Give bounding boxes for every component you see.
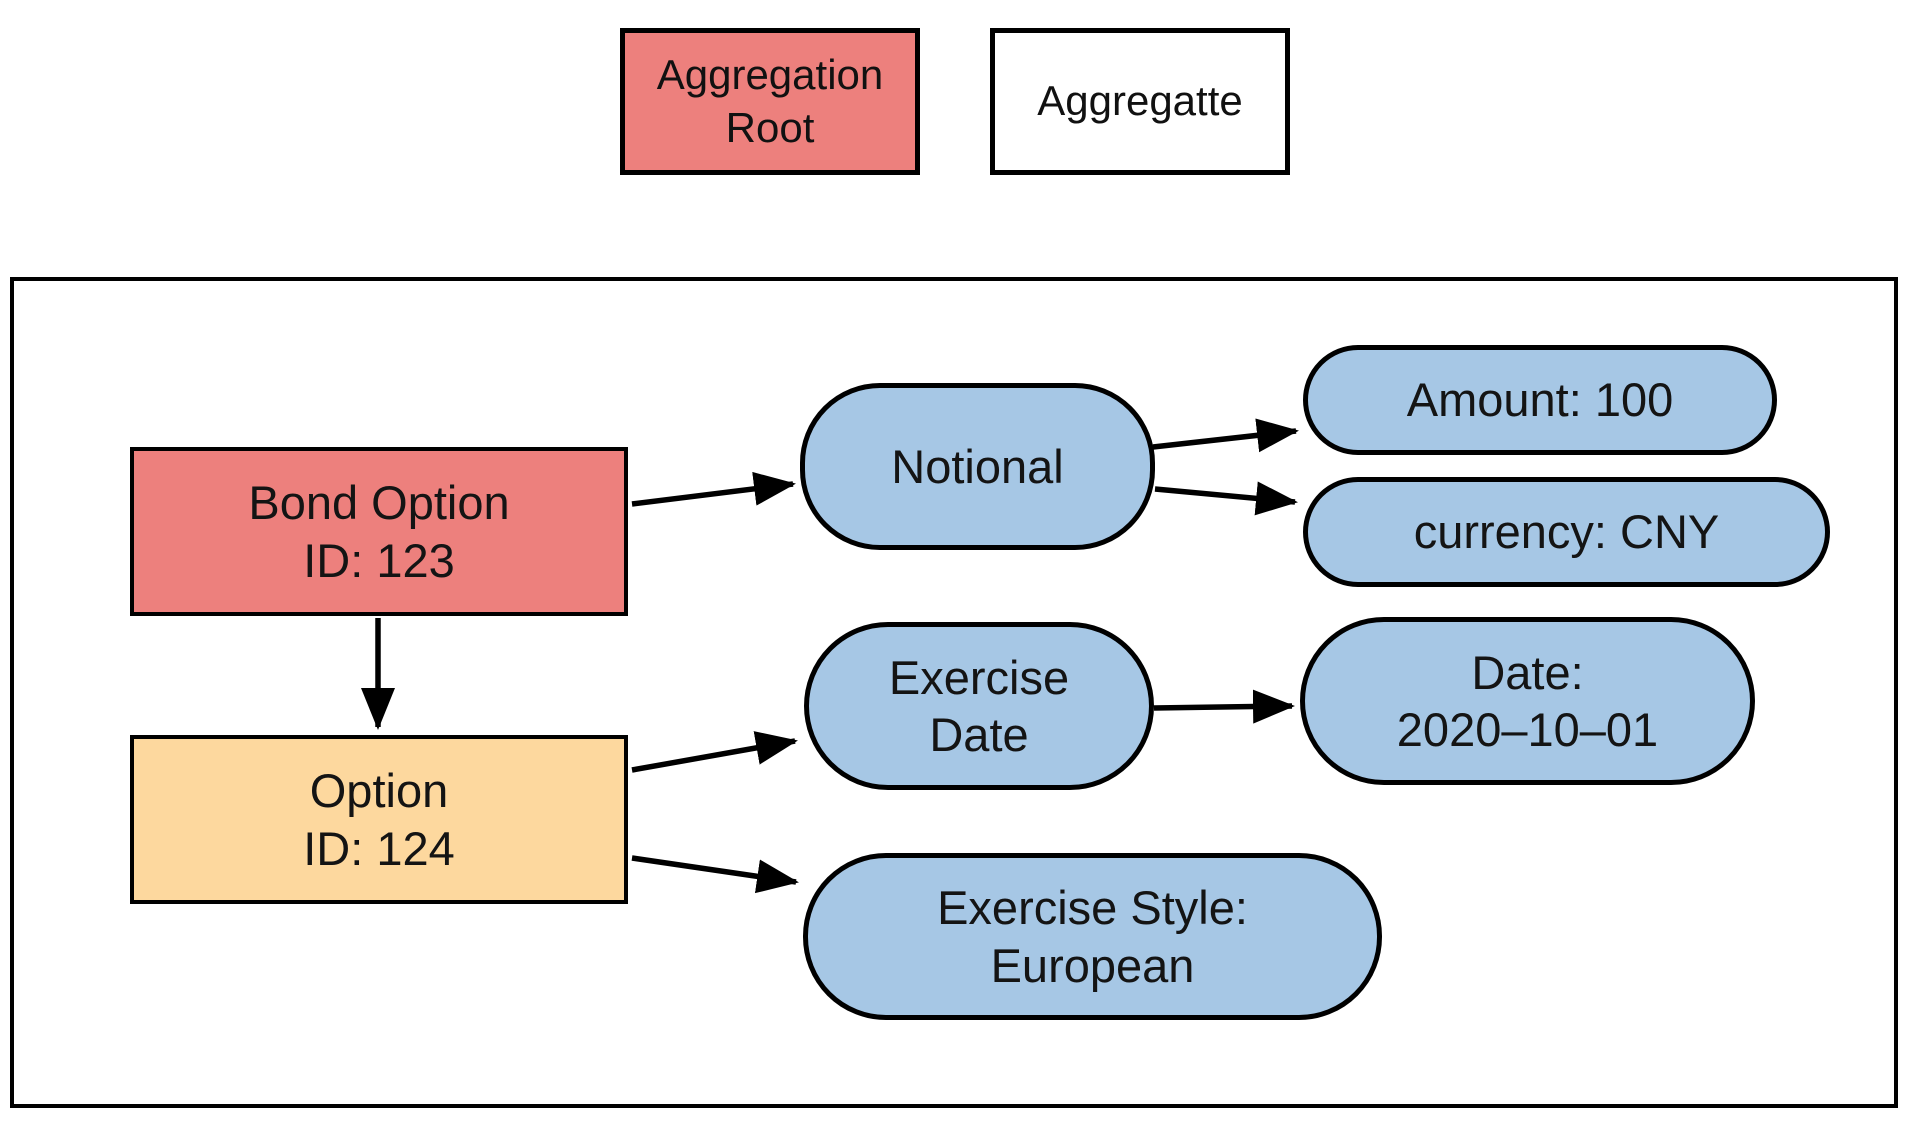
node-option-title: Option: [309, 764, 449, 818]
node-amount: Amount: 100: [1303, 345, 1777, 455]
node-exercise-style-line1: Exercise Style:: [937, 881, 1248, 935]
node-bond-option-id: ID: 123: [303, 533, 455, 587]
legend-aggregate: Aggregatte: [990, 28, 1290, 175]
legend-aggregation-root-label-line2: Root: [725, 103, 815, 151]
legend-aggregate-label: Aggregatte: [1037, 77, 1243, 125]
node-exercise-date-line2: Date: [929, 708, 1029, 761]
legend-aggregation-root: Aggregation Root: [620, 28, 920, 175]
node-date-line1: Date:: [1471, 645, 1584, 699]
node-exercise-date: Exercise Date: [804, 622, 1154, 790]
node-option: Option ID: 124: [130, 735, 628, 904]
node-bond-option: Bond Option ID: 123: [130, 447, 628, 616]
node-exercise-style-line2: European: [990, 938, 1195, 992]
node-currency: currency: CNY: [1303, 477, 1830, 587]
aggregate-boundary-frame: [10, 277, 1898, 1108]
node-date: Date: 2020–10–01: [1300, 617, 1755, 785]
node-option-id: ID: 124: [303, 821, 455, 875]
legend-aggregation-root-label-line1: Aggregation: [656, 51, 884, 98]
node-currency-label: currency: CNY: [1413, 505, 1720, 559]
node-exercise-date-line1: Exercise: [888, 650, 1070, 704]
node-amount-label: Amount: 100: [1406, 373, 1674, 427]
node-date-line2: 2020–10–01: [1396, 703, 1659, 756]
node-notional: Notional: [800, 383, 1155, 550]
node-notional-label: Notional: [891, 439, 1064, 493]
node-exercise-style: Exercise Style: European: [803, 853, 1382, 1020]
node-bond-option-title: Bond Option: [248, 476, 510, 530]
